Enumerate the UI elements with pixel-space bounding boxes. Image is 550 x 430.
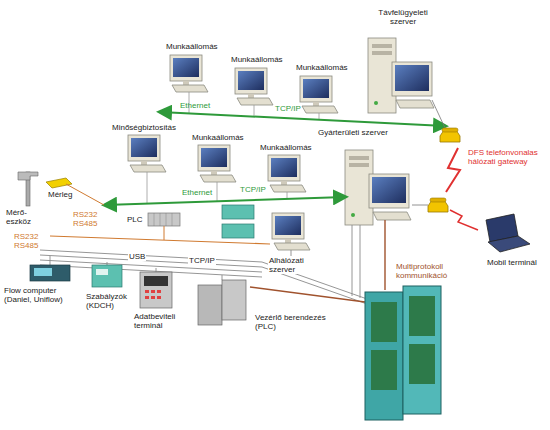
link-label: Multiprotokoll kommunikáció <box>396 262 466 280</box>
station-label: Munkaállomás <box>192 133 244 142</box>
protocol-label: TCP/IP <box>188 256 216 265</box>
server-label: Alhálózati szerver <box>268 256 318 274</box>
station-label: Munkaállomás <box>260 143 312 152</box>
device-label: Adatbeviteli terminál <box>134 312 188 330</box>
protocol-label: TCP/IP <box>240 185 266 194</box>
protocol-label: TCP/IP <box>275 104 301 113</box>
device-label: Mérő-eszköz <box>6 208 36 226</box>
port-label: RS232 <box>14 232 38 241</box>
station-label: Munkaállomás <box>231 55 283 64</box>
port-label: USB <box>128 252 146 261</box>
server-label: Gyárterületi szerver <box>318 128 388 137</box>
control-cabinet <box>365 286 441 420</box>
station-label: Munkaállomás <box>166 42 218 51</box>
device-label: Mérleg <box>48 190 72 199</box>
port-label: RS485 <box>73 219 97 228</box>
gateway-label: DFS telefonvonalas hálózati gateway <box>468 148 544 166</box>
port-label: RS485 <box>14 241 38 250</box>
device-label: Mobil terminál <box>487 258 539 267</box>
server-label: Távfelügyeleti szerver <box>372 8 434 26</box>
network-label: Ethernet <box>182 188 212 197</box>
caliper <box>18 172 38 206</box>
station-label: Minőségbiztosítás <box>112 123 176 132</box>
station-label: Munkaállomás <box>296 63 348 72</box>
device-label: Vezérlő berendezés (PLC) <box>255 313 345 331</box>
device-label: Szabályzók (KDCH) <box>86 292 134 310</box>
device-label: PLC <box>127 215 143 224</box>
port-label: RS232 <box>73 210 97 219</box>
network-label: Ethernet <box>180 101 210 110</box>
device-label: Flow computer (Daniel, Uniflow) <box>4 286 78 304</box>
